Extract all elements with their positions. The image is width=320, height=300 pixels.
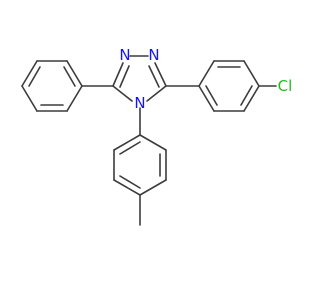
bond-ph-inner-2 — [28, 66, 41, 87]
bond-clph-1 — [198, 60, 215, 87]
bond-tol-inner-3 — [119, 141, 141, 155]
bond-clph-6 — [198, 85, 215, 112]
bond-tol-1 — [139, 134, 167, 151]
bond-c3-n4 — [146, 85, 167, 102]
atom-n4: N — [134, 94, 145, 112]
bond-ph-6 — [66, 60, 83, 87]
bond-clph-inner-3 — [205, 85, 218, 106]
atom-n2: N — [148, 46, 159, 64]
bonds — [21, 55, 277, 226]
bond-tol-inner-2 — [119, 175, 141, 189]
bond-clph-3 — [243, 60, 260, 87]
bond-clph-inner-2 — [240, 85, 253, 106]
bond-ph-3 — [21, 85, 38, 112]
molecule-structure: N N N Cl — [21, 46, 292, 226]
bond-c5-n1-double — [119, 65, 130, 88]
bond-c5-n1 — [112, 62, 124, 87]
bond-ph-inner-3 — [63, 66, 76, 87]
atom-n1: N — [119, 46, 130, 64]
atom-labels: N N N Cl — [119, 46, 292, 112]
bond-ph-4 — [21, 60, 38, 87]
bond-ph-1 — [66, 85, 83, 112]
bond-tol-6 — [113, 134, 141, 151]
bond-tol-3 — [139, 179, 167, 196]
bond-n2-c3 — [154, 62, 167, 87]
bond-n2-c3-double — [148, 65, 160, 88]
bond-n4-c5 — [112, 85, 133, 102]
bond-tol-4 — [113, 179, 141, 196]
bond-clph-4 — [243, 85, 260, 112]
atom-cl: Cl — [278, 77, 293, 95]
